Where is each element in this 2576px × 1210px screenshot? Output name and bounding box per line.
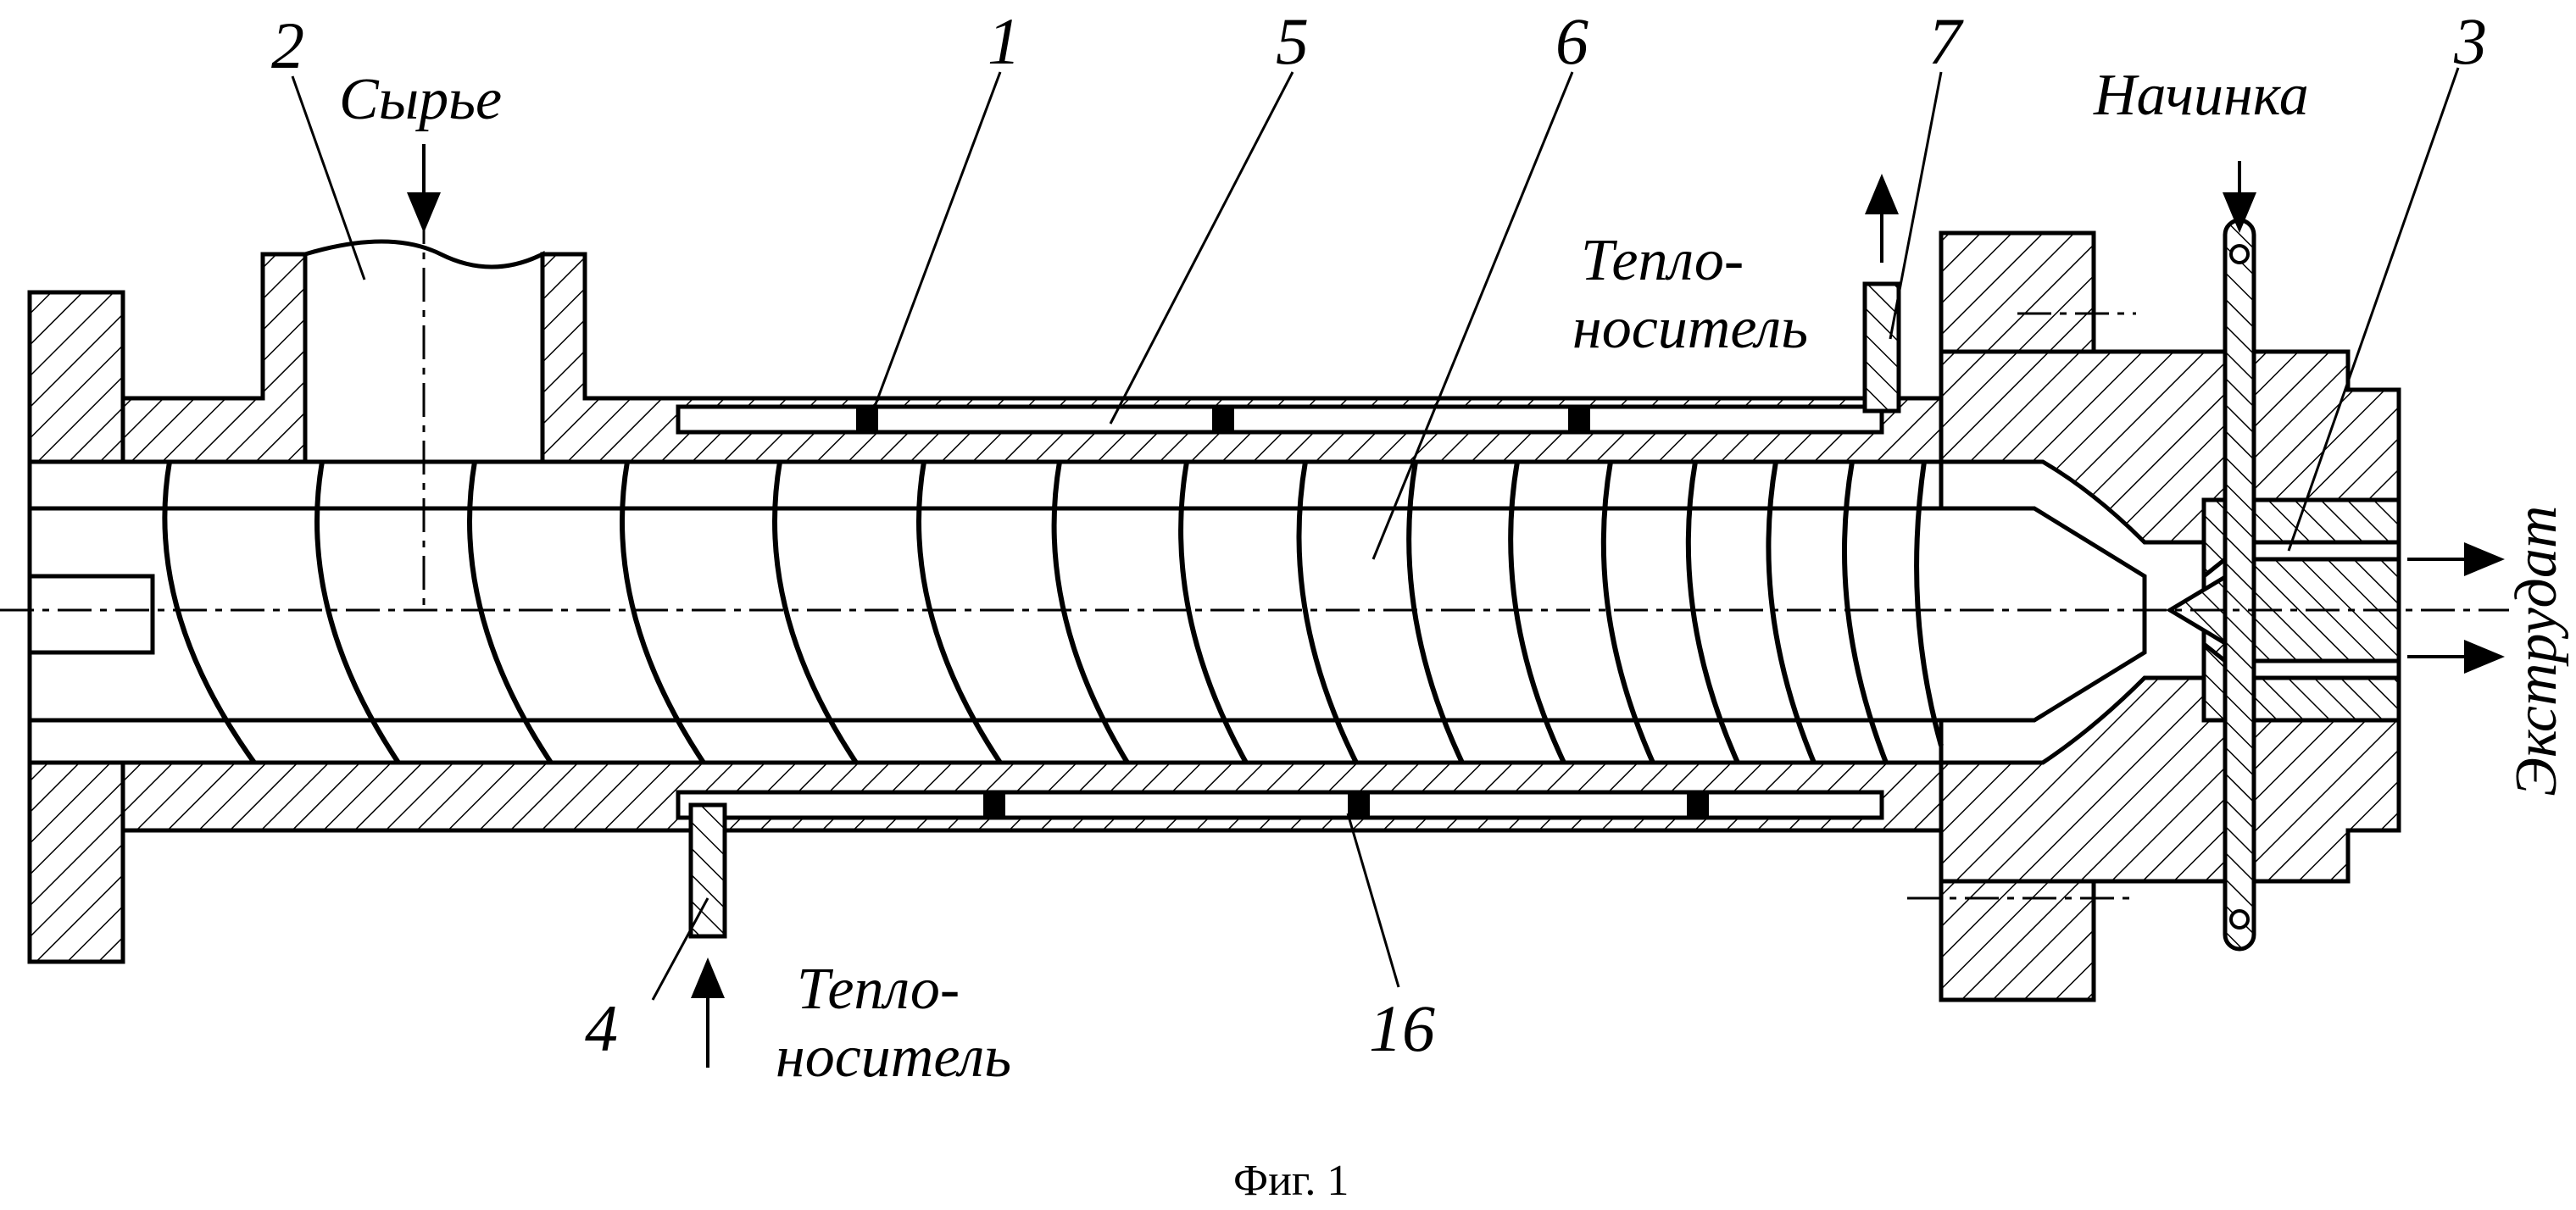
label-1: 1 bbox=[988, 4, 1021, 78]
label-3: 3 bbox=[2453, 4, 2487, 78]
coolant-inlet-pipe-4 bbox=[691, 805, 725, 936]
label-7: 7 bbox=[1928, 4, 1964, 78]
label-coolant-top-2: носитель bbox=[1572, 296, 1808, 361]
label-2: 2 bbox=[271, 8, 304, 82]
label-16: 16 bbox=[1369, 991, 1435, 1065]
label-filling: Начинка bbox=[2093, 63, 2309, 128]
label-4: 4 bbox=[585, 991, 618, 1065]
coolant-outlet-pipe-7 bbox=[1865, 284, 1899, 411]
filling-pipe bbox=[2225, 220, 2254, 949]
label-raw-material: Сырье bbox=[339, 67, 502, 132]
label-coolant-top-1: Тепло- bbox=[1581, 228, 1744, 293]
label-5: 5 bbox=[1276, 4, 1309, 78]
label-coolant-bottom-2: носитель bbox=[776, 1024, 1011, 1090]
figure-caption: Фиг. 1 bbox=[1233, 1157, 1349, 1205]
label-6: 6 bbox=[1555, 4, 1588, 78]
label-extrudate: Экструдат bbox=[2504, 506, 2569, 796]
label-coolant-bottom-1: Тепло- bbox=[797, 957, 960, 1022]
